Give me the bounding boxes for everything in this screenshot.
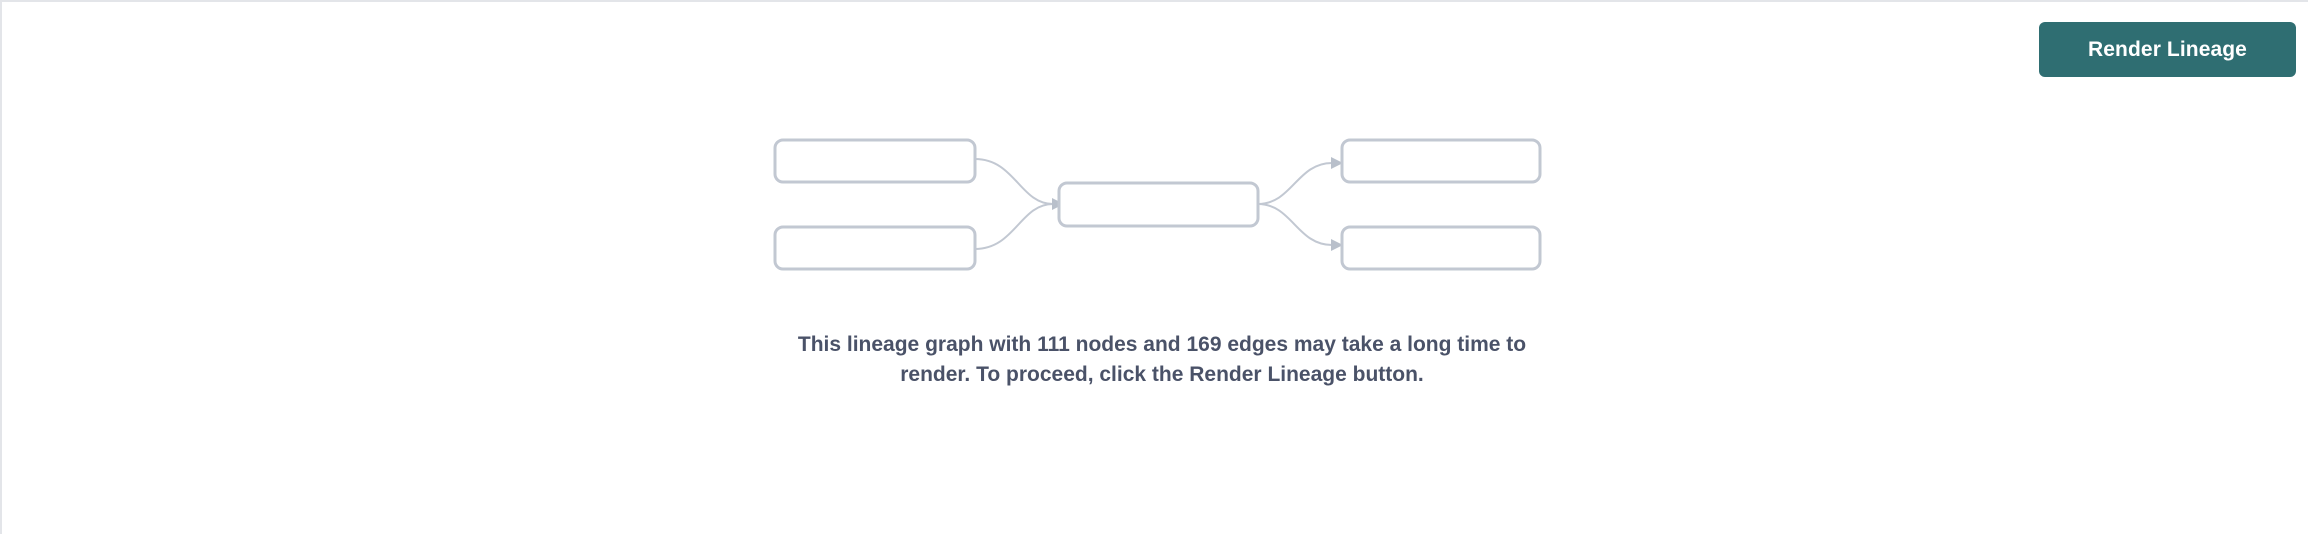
lineage-edge-upstream-1	[974, 158, 1054, 205]
lineage-node-upstream-1[interactable]	[773, 138, 977, 184]
lineage-arrowhead-into-downstream-1	[1331, 157, 1343, 169]
lineage-node-upstream-2[interactable]	[773, 225, 977, 271]
lineage-placeholder-illustration	[762, 127, 1562, 282]
lineage-node-downstream-2[interactable]	[1340, 225, 1542, 271]
lineage-edge-upstream-2	[974, 203, 1054, 250]
lineage-node-focus[interactable]	[1057, 181, 1260, 228]
lineage-arrowhead-into-downstream-2	[1331, 239, 1343, 251]
lineage-edge-downstream-2	[1257, 203, 1333, 246]
render-lineage-button[interactable]: Render Lineage	[2039, 22, 2296, 77]
lineage-node-downstream-1[interactable]	[1340, 138, 1542, 184]
lineage-edge-downstream-1	[1257, 162, 1333, 205]
lineage-warning-message: This lineage graph with 111 nodes and 16…	[797, 333, 1527, 386]
